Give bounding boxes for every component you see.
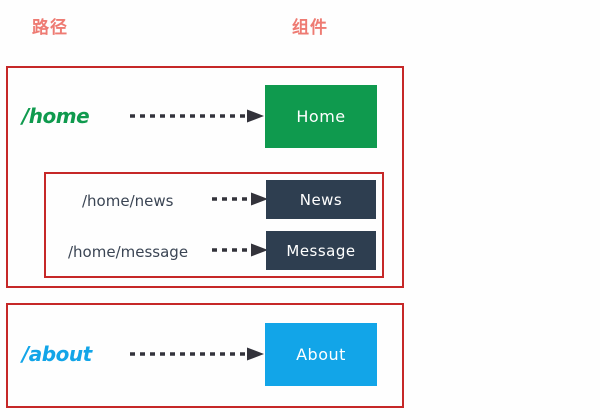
path-label-home: /home [22,104,90,128]
path-label-about: /about [22,342,92,366]
route-group-about [6,303,404,408]
column-header-path: 路径 [32,18,68,38]
component-box-about[interactable]: About [265,323,377,386]
component-box-home[interactable]: Home [265,85,377,148]
arrow-home-message [212,243,270,257]
component-box-news-label: News [299,190,343,209]
arrow-home [130,109,266,123]
arrow-about [130,347,266,361]
path-label-home-news: /home/news [82,192,174,210]
route-group-home [6,66,404,288]
column-header-component: 组件 [292,18,328,38]
path-label-home-message: /home/message [68,243,189,261]
component-box-home-label: Home [296,107,346,126]
component-box-message[interactable]: Message [266,231,376,270]
route-group-home-children [44,172,384,278]
component-box-about-label: About [296,345,346,364]
arrow-home-news [212,192,270,206]
component-box-message-label: Message [286,241,356,260]
component-box-news[interactable]: News [266,180,376,219]
